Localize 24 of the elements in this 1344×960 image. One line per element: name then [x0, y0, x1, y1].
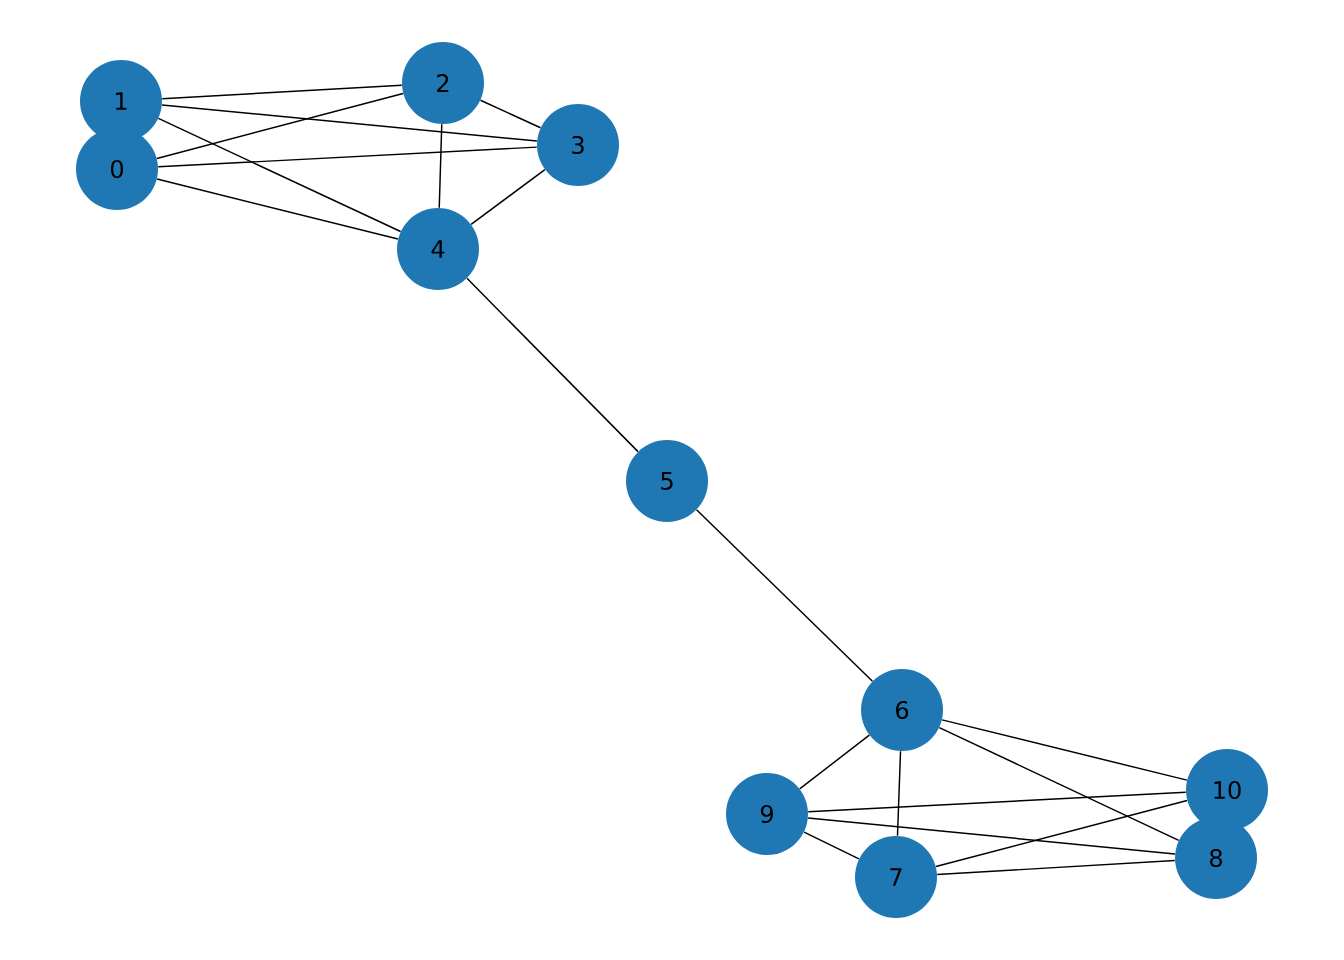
edge-line	[466, 277, 639, 453]
edge-line	[470, 168, 546, 226]
edge-line	[798, 734, 871, 790]
edge-line	[936, 859, 1176, 876]
edge-line	[479, 99, 542, 129]
edge-line	[941, 719, 1188, 781]
edge-line	[157, 146, 538, 168]
edge-line	[156, 178, 399, 240]
edge-line	[695, 509, 874, 682]
edge-line	[157, 117, 402, 233]
node-label: 1	[116, 92, 127, 110]
edge-line	[803, 831, 860, 860]
node-label: 10	[1214, 780, 1241, 800]
edge-line	[161, 104, 538, 142]
edge-line	[807, 817, 1176, 855]
edge-line	[896, 750, 902, 837]
edge-line	[807, 791, 1187, 813]
node-label: 0	[110, 159, 124, 179]
edge-line	[161, 84, 403, 100]
edge-line	[438, 123, 443, 209]
edge-line	[156, 92, 404, 160]
node-label: 8	[1210, 848, 1223, 868]
edge-line	[935, 799, 1188, 868]
edge-line	[938, 726, 1180, 842]
